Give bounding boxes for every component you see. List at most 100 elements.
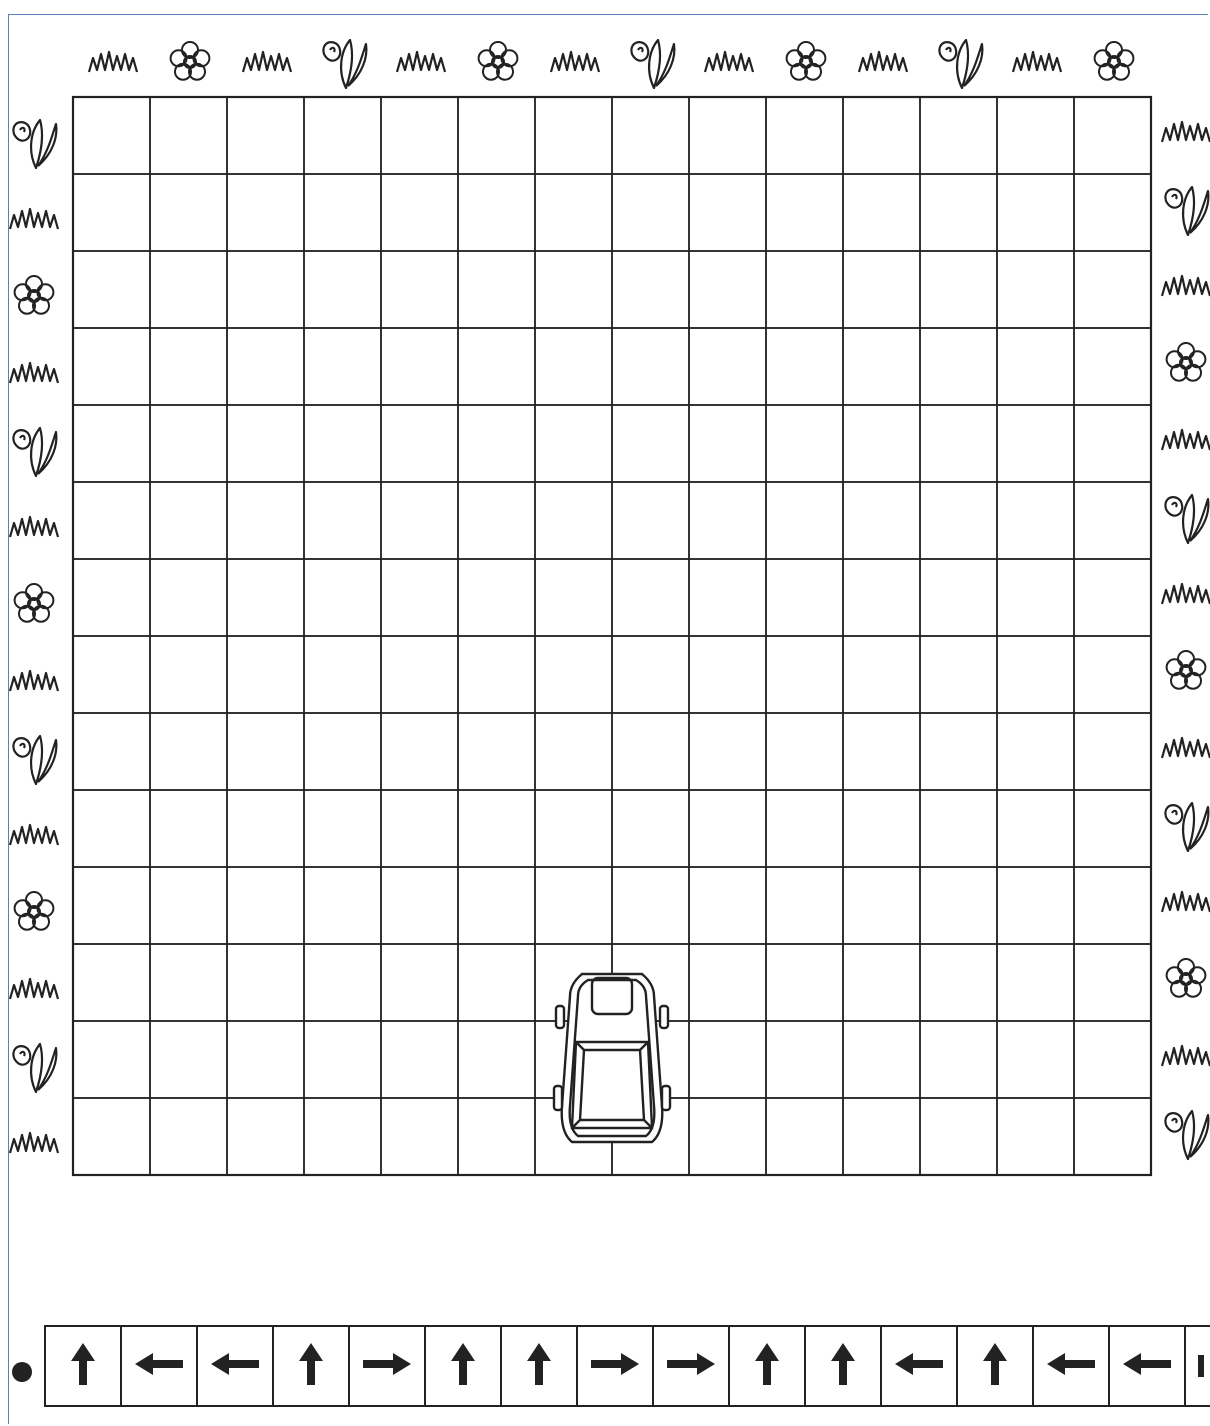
grid-cell[interactable] [689,559,766,636]
grid-cell[interactable] [843,328,920,405]
grid-cell[interactable] [920,790,997,867]
grid-cell[interactable] [612,713,689,790]
grid-cell[interactable] [920,1021,997,1098]
grid-cell[interactable] [227,713,304,790]
grid-cell[interactable] [1074,174,1151,251]
grid-cell[interactable] [150,405,227,482]
grid-cell[interactable] [920,867,997,944]
grid-cell[interactable] [458,482,535,559]
grid-cell[interactable] [1074,636,1151,713]
grid-cell[interactable] [535,636,612,713]
grid-cell[interactable] [843,251,920,328]
grid-cell[interactable] [843,713,920,790]
grid-cell[interactable] [997,97,1074,174]
grid-cell[interactable] [304,790,381,867]
grid-cell[interactable] [535,482,612,559]
grid-cell[interactable] [458,1098,535,1175]
grid-cell[interactable] [997,636,1074,713]
grid-cell[interactable] [227,1021,304,1098]
grid-cell[interactable] [1074,713,1151,790]
grid-cell[interactable] [73,174,150,251]
grid-cell[interactable] [381,328,458,405]
grid-cell[interactable] [381,1021,458,1098]
command-up[interactable] [502,1327,578,1405]
grid-cell[interactable] [612,97,689,174]
grid-cell[interactable] [843,174,920,251]
grid-cell[interactable] [304,1098,381,1175]
command-right[interactable] [350,1327,426,1405]
grid-cell[interactable] [150,328,227,405]
grid-cell[interactable] [766,328,843,405]
grid-cell[interactable] [535,790,612,867]
grid-cell[interactable] [535,559,612,636]
grid-cell[interactable] [381,251,458,328]
grid-cell[interactable] [304,482,381,559]
grid-cell[interactable] [535,867,612,944]
grid-cell[interactable] [73,1021,150,1098]
grid-cell[interactable] [304,713,381,790]
grid-cell[interactable] [73,713,150,790]
grid-cell[interactable] [843,867,920,944]
grid-cell[interactable] [150,790,227,867]
command-left[interactable] [198,1327,274,1405]
grid-cell[interactable] [150,713,227,790]
grid-cell[interactable] [612,405,689,482]
grid-cell[interactable] [150,97,227,174]
grid-cell[interactable] [920,251,997,328]
grid-cell[interactable] [920,97,997,174]
grid-cell[interactable] [304,1021,381,1098]
grid-cell[interactable] [381,944,458,1021]
grid-cell[interactable] [73,790,150,867]
grid-cell[interactable] [73,405,150,482]
grid-cell[interactable] [150,482,227,559]
grid-cell[interactable] [535,405,612,482]
grid-cell[interactable] [997,867,1074,944]
grid-cell[interactable] [920,1098,997,1175]
grid-cell[interactable] [612,790,689,867]
grid-cell[interactable] [997,328,1074,405]
grid-cell[interactable] [689,328,766,405]
grid-cell[interactable] [1074,867,1151,944]
grid-cell[interactable] [689,97,766,174]
grid-cell[interactable] [612,328,689,405]
command-up[interactable] [46,1327,122,1405]
grid-cell[interactable] [766,559,843,636]
grid-cell[interactable] [227,944,304,1021]
grid-cell[interactable] [304,328,381,405]
grid-cell[interactable] [150,1098,227,1175]
grid-cell[interactable] [150,1021,227,1098]
command-up[interactable] [274,1327,350,1405]
grid-cell[interactable] [689,251,766,328]
grid-cell[interactable] [843,636,920,713]
grid-cell[interactable] [997,1021,1074,1098]
grid-cell[interactable] [73,944,150,1021]
grid-cell[interactable] [766,713,843,790]
grid-cell[interactable] [920,713,997,790]
grid-cell[interactable] [612,559,689,636]
grid-cell[interactable] [920,559,997,636]
grid-cell[interactable] [997,174,1074,251]
grid-cell[interactable] [458,174,535,251]
grid-cell[interactable] [458,790,535,867]
grid-cell[interactable] [535,174,612,251]
grid-cell[interactable] [458,1021,535,1098]
grid-cell[interactable] [458,328,535,405]
grid-cell[interactable] [381,97,458,174]
grid-cell[interactable] [304,559,381,636]
grid-cell[interactable] [458,559,535,636]
grid-cell[interactable] [766,944,843,1021]
grid-cell[interactable] [612,174,689,251]
grid-cell[interactable] [458,944,535,1021]
grid-cell[interactable] [458,636,535,713]
grid-cell[interactable] [1074,790,1151,867]
grid-cell[interactable] [227,405,304,482]
grid-cell[interactable] [766,251,843,328]
grid-cell[interactable] [381,636,458,713]
grid-cell[interactable] [1074,251,1151,328]
grid-cell[interactable] [227,636,304,713]
grid-cell[interactable] [381,1098,458,1175]
grid-cell[interactable] [920,174,997,251]
grid-cell[interactable] [304,405,381,482]
grid-cell[interactable] [920,944,997,1021]
grid-cell[interactable] [689,482,766,559]
